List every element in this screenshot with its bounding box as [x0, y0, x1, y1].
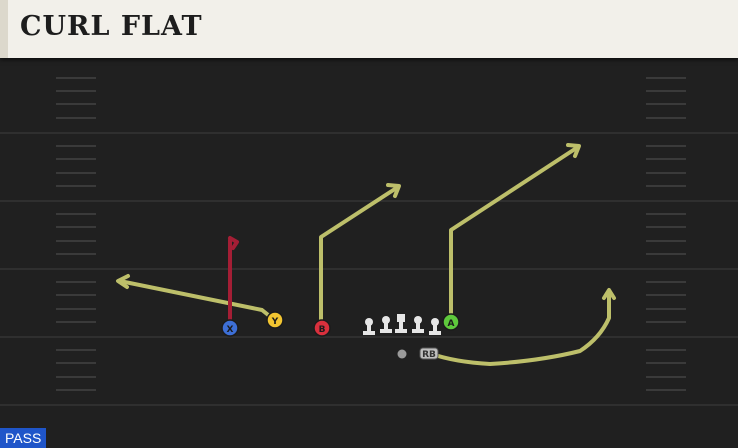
lineman-rg — [412, 316, 424, 333]
route-rb-arrowhead — [602, 288, 616, 300]
play-title: CURL FLAT — [20, 11, 203, 42]
player-y[interactable]: Y — [266, 311, 284, 329]
play-type-badge: PASS — [0, 428, 47, 448]
yard-lines — [0, 132, 738, 406]
hash-marks-right — [646, 77, 686, 391]
lineman-rt — [429, 318, 441, 335]
player-x[interactable]: X — [221, 319, 239, 337]
route-y-arrowhead — [116, 274, 130, 289]
hash-marks-left — [56, 77, 96, 391]
player-rb-label: RB — [422, 350, 436, 360]
player-y-label: Y — [271, 317, 279, 327]
route-rb-wheel — [430, 290, 611, 366]
player-a-label: A — [448, 319, 455, 329]
header-accent — [0, 0, 8, 58]
lineman-lt — [363, 318, 375, 335]
route-b-post — [319, 185, 400, 325]
lineman-lg — [380, 316, 392, 333]
route-y-flat — [118, 279, 274, 320]
route-x-arrowhead — [228, 236, 239, 250]
player-b-label: B — [319, 325, 326, 335]
route-a-arrowhead — [566, 143, 581, 158]
player-x-label: X — [227, 325, 234, 335]
player-b[interactable]: B — [313, 319, 331, 337]
route-a-post — [449, 145, 580, 320]
offensive-line — [363, 314, 441, 335]
route-b-arrowhead — [386, 183, 401, 198]
player-rb[interactable]: RB — [419, 347, 439, 360]
player-a[interactable]: A — [442, 313, 460, 331]
center — [395, 314, 407, 333]
play-header: CURL FLAT — [0, 0, 738, 58]
quarterback[interactable] — [397, 349, 407, 359]
